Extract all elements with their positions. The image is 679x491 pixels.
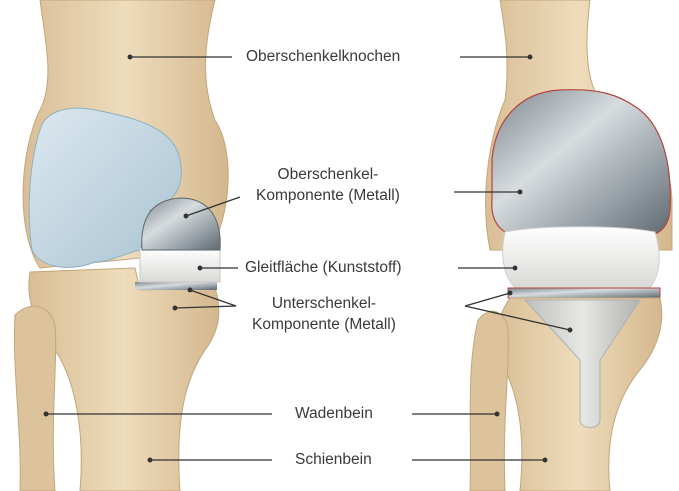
right-femoral-component	[492, 90, 670, 237]
label-femur: Oberschenkelknochen	[246, 46, 400, 67]
label-fibula: Wadenbein	[295, 403, 373, 424]
label-femoral-component-line2: Komponente (Metall)	[256, 185, 400, 206]
label-tibial-component-line1: Unterschenkel-	[252, 293, 396, 314]
right-fibula	[470, 311, 508, 491]
left-fibula	[14, 306, 55, 491]
label-tibial-component-line2: Komponente (Metall)	[252, 314, 396, 335]
right-plastic-insert	[503, 227, 659, 288]
label-gliding-surface: Gleitfläche (Kunststoff)	[245, 257, 402, 278]
label-tibial-component: Unterschenkel- Komponente (Metall)	[252, 293, 396, 335]
left-plastic-insert	[140, 248, 220, 282]
label-tibia: Schienbein	[295, 449, 372, 470]
right-tibial-tray	[508, 288, 660, 298]
label-femoral-component-line1: Oberschenkel-	[256, 164, 400, 185]
right-knee	[470, 0, 672, 491]
left-knee	[14, 0, 228, 491]
label-femoral-component: Oberschenkel- Komponente (Metall)	[256, 164, 400, 206]
left-tibial-tray	[135, 282, 217, 290]
left-tibia	[29, 268, 219, 491]
